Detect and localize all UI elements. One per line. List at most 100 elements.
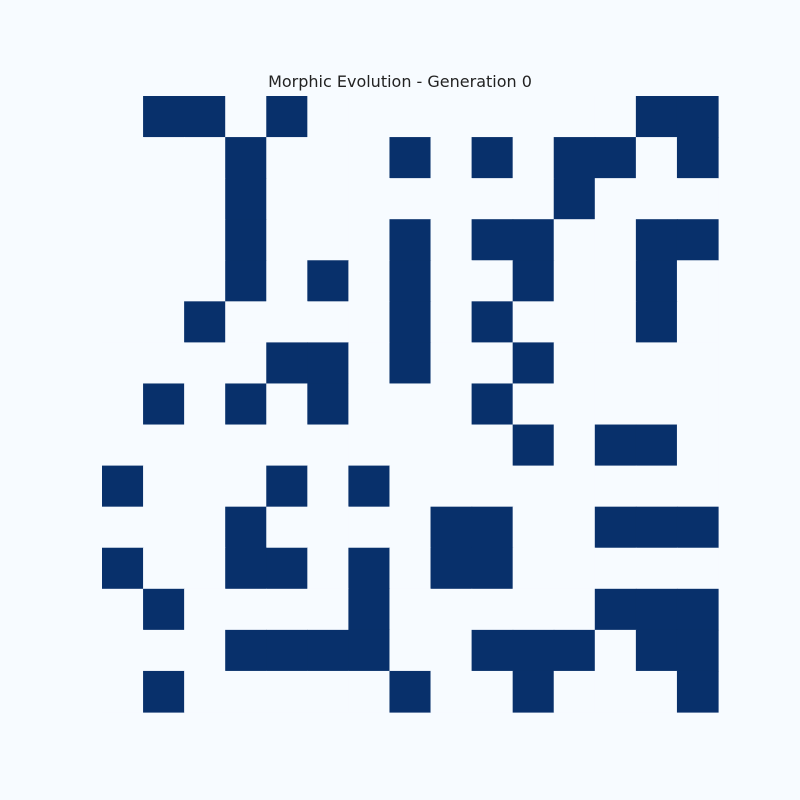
heatmap-cell-r7-c7 (389, 383, 432, 426)
heatmap-cell-r7-c9 (471, 383, 514, 426)
heatmap-cell-r14-c1 (143, 670, 185, 713)
heatmap-cell-r0-c13 (635, 96, 678, 138)
heatmap-cell-r0-c14 (676, 96, 719, 138)
heatmap-cell-r8-c3 (225, 424, 267, 467)
heatmap-cell-r7-c4 (266, 383, 308, 426)
heatmap-cell-r8-c2 (184, 424, 226, 467)
heatmap-cell-r10-c10 (512, 506, 555, 549)
heatmap-cell-r11-c1 (143, 547, 185, 590)
heatmap-cell-r9-c12 (594, 465, 637, 508)
heatmap-cell-r4-c11 (553, 260, 596, 302)
heatmap-cell-r13-c10 (512, 629, 555, 672)
heatmap-cell-r0-c2 (184, 96, 226, 138)
heatmap-cell-r5-c14 (676, 301, 719, 343)
heatmap-cell-r13-c2 (184, 629, 226, 672)
heatmap-cell-r3-c10 (512, 219, 555, 261)
heatmap-cell-r13-c14 (676, 629, 719, 672)
heatmap-cell-r5-c11 (553, 301, 596, 343)
heatmap-cell-r11-c5 (307, 547, 349, 590)
heatmap-cell-r6-c11 (553, 342, 596, 385)
heatmap-cell-r8-c11 (553, 424, 596, 467)
heatmap-cell-r14-c11 (553, 670, 596, 713)
heatmap-cell-r6-c13 (635, 342, 678, 385)
heatmap-cell-r13-c13 (635, 629, 678, 672)
heatmap-cell-r1-c12 (594, 137, 637, 179)
heatmap-cell-r13-c1 (143, 629, 185, 672)
heatmap-cell-r8-c10 (512, 424, 555, 467)
heatmap-cell-r11-c0 (102, 547, 144, 590)
heatmap-cell-r8-c13 (635, 424, 678, 467)
heatmap-cell-r13-c11 (553, 629, 596, 672)
heatmap-cell-r13-c0 (102, 629, 144, 672)
heatmap-cell-r6-c4 (266, 342, 308, 385)
heatmap-cell-r5-c5 (307, 301, 349, 343)
heatmap-cell-r13-c6 (348, 629, 391, 672)
heatmap-cell-r2-c13 (635, 178, 678, 220)
heatmap-cell-r5-c0 (102, 301, 144, 343)
heatmap-cell-r0-c7 (389, 96, 432, 138)
heatmap-cell-r10-c11 (553, 506, 596, 549)
heatmap-cell-r7-c12 (594, 383, 637, 426)
heatmap-cell-r9-c7 (389, 465, 432, 508)
heatmap-cell-r11-c13 (635, 547, 678, 590)
heatmap-cell-r1-c8 (430, 137, 473, 179)
heatmap-cell-r11-c9 (471, 547, 514, 590)
heatmap-cell-r3-c9 (471, 219, 514, 261)
heatmap-cell-r10-c5 (307, 506, 349, 549)
heatmap-cell-r9-c11 (553, 465, 596, 508)
heatmap-cell-r4-c12 (594, 260, 637, 302)
heatmap-cell-r5-c6 (348, 301, 391, 343)
heatmap-cell-r1-c3 (225, 137, 267, 179)
heatmap-cell-r2-c0 (102, 178, 144, 220)
heatmap-cell-r1-c9 (471, 137, 514, 179)
heatmap-cell-r10-c0 (102, 506, 144, 549)
heatmap-cell-r8-c7 (389, 424, 432, 467)
heatmap-cell-r6-c1 (143, 342, 185, 385)
heatmap-cell-r14-c14 (676, 670, 719, 713)
heatmap-cell-r0-c0 (102, 96, 144, 138)
heatmap-cell-r3-c3 (225, 219, 267, 261)
heatmap-cell-r14-c6 (348, 670, 391, 713)
heatmap-cell-r9-c5 (307, 465, 349, 508)
heatmap-cell-r0-c3 (225, 96, 267, 138)
heatmap-cell-r1-c1 (143, 137, 185, 179)
heatmap-cell-r3-c1 (143, 219, 185, 261)
heatmap-cell-r4-c0 (102, 260, 144, 302)
heatmap-cell-r2-c5 (307, 178, 349, 220)
heatmap-cell-r12-c14 (676, 588, 719, 631)
heatmap-cell-r9-c14 (676, 465, 719, 508)
heatmap-cell-r6-c6 (348, 342, 391, 385)
heatmap-cell-r0-c1 (143, 96, 185, 138)
heatmap-cell-r2-c10 (512, 178, 555, 220)
heatmap-cell-r10-c2 (184, 506, 226, 549)
heatmap-cell-r9-c4 (266, 465, 308, 508)
heatmap-cell-r2-c7 (389, 178, 432, 220)
heatmap-cell-r14-c0 (102, 670, 144, 713)
heatmap-cell-r12-c10 (512, 588, 555, 631)
heatmap-cell-r3-c14 (676, 219, 719, 261)
heatmap-cell-r7-c3 (225, 383, 267, 426)
heatmap-cell-r4-c8 (430, 260, 473, 302)
heatmap-cell-r10-c14 (676, 506, 719, 549)
heatmap-cell-r2-c11 (553, 178, 596, 220)
heatmap-cell-r6-c10 (512, 342, 555, 385)
heatmap-cell-r5-c9 (471, 301, 514, 343)
heatmap-cell-r3-c5 (307, 219, 349, 261)
heatmap-cell-r13-c7 (389, 629, 432, 672)
heatmap-cell-r10-c1 (143, 506, 185, 549)
heatmap-cell-r6-c9 (471, 342, 514, 385)
heatmap-cell-r5-c4 (266, 301, 308, 343)
heatmap-cell-r12-c13 (635, 588, 678, 631)
heatmap-cell-r12-c7 (389, 588, 432, 631)
heatmap-cell-r1-c5 (307, 137, 349, 179)
heatmap-cell-r3-c6 (348, 219, 391, 261)
heatmap-cell-r5-c1 (143, 301, 185, 343)
heatmap-cell-r1-c13 (635, 137, 678, 179)
heatmap-cell-r12-c3 (225, 588, 267, 631)
heatmap-cell-r11-c6 (348, 547, 391, 590)
heatmap-cell-r0-c10 (512, 96, 555, 138)
heatmap-cell-r11-c10 (512, 547, 555, 590)
heatmap-cell-r8-c14 (676, 424, 719, 467)
heatmap-cell-r11-c8 (430, 547, 473, 590)
heatmap-cell-r3-c13 (635, 219, 678, 261)
